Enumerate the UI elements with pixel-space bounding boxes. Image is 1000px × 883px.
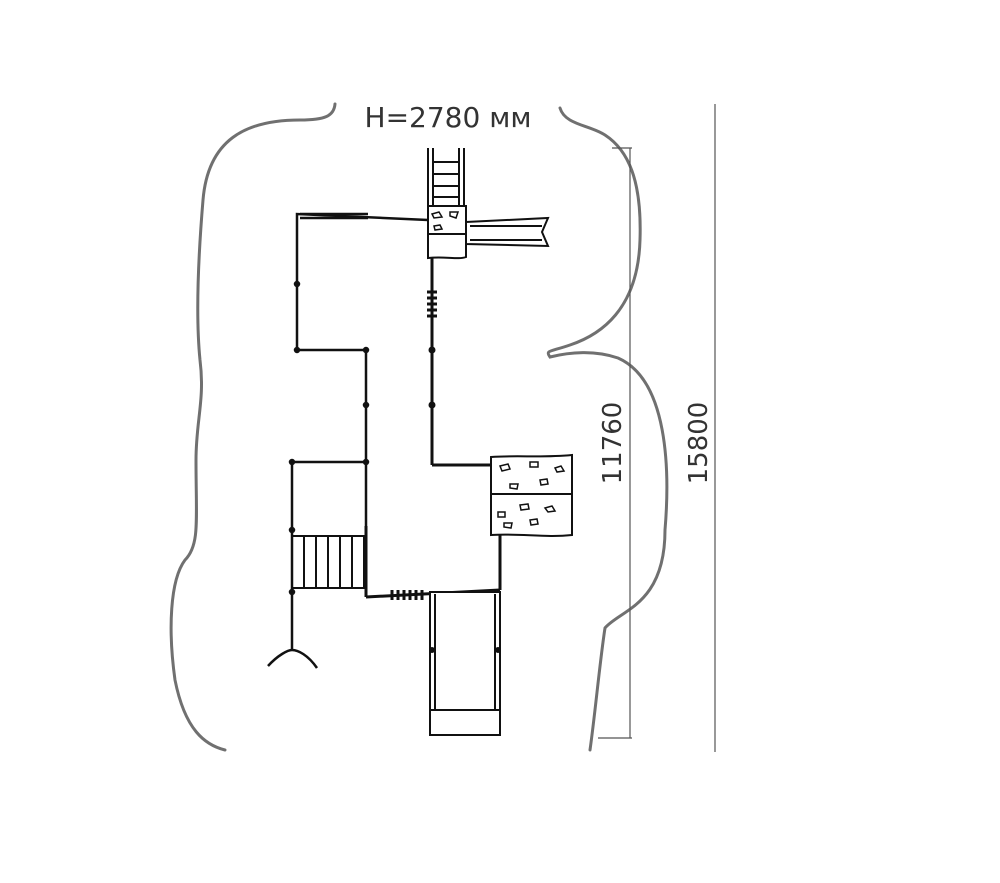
side-ladder: [291, 535, 365, 589]
swing-hanger: [267, 648, 319, 669]
top-ladder: [427, 148, 465, 207]
bottom-slide: [429, 591, 501, 736]
top-slide: [465, 216, 550, 248]
top-tower: [427, 205, 467, 260]
dimension-label-inner: 11760: [598, 402, 628, 485]
central-post: [427, 258, 492, 467]
left-upper-frame: [293, 212, 429, 466]
climbing-wall: [490, 453, 573, 537]
dimension-label-outer: 15800: [684, 402, 714, 485]
dimension-line-inner: [598, 147, 632, 739]
lower-bridge: [364, 526, 502, 600]
safety-zone-outline: [169, 102, 669, 752]
height-label: H=2780 мм: [365, 101, 532, 134]
